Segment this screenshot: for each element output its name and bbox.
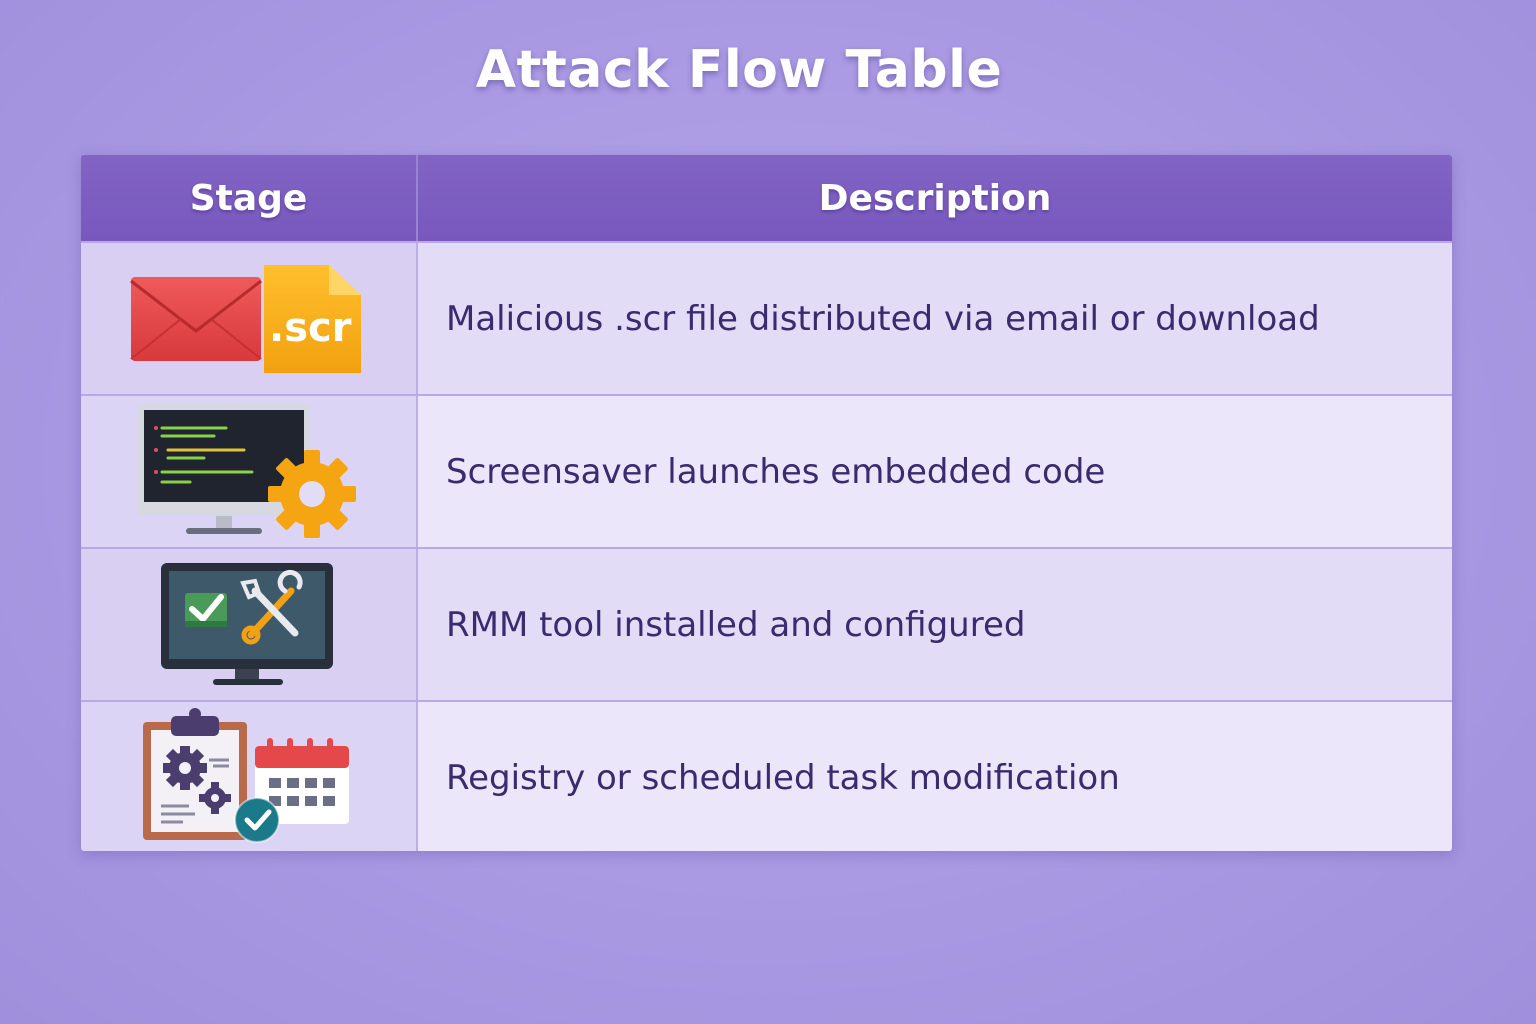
description-cell: Registry or scheduled task modification bbox=[418, 702, 1452, 851]
email-scr-file-icon: .scr bbox=[129, 264, 361, 373]
clipboard-calendar-icon bbox=[142, 707, 349, 843]
table-row: RMM tool installed and configured bbox=[81, 547, 1452, 700]
description-cell: Screensaver launches embedded code bbox=[418, 396, 1452, 547]
table-row: .scr Malicious .scr file distributed via… bbox=[81, 241, 1452, 394]
stage-cell bbox=[81, 396, 418, 547]
stage-cell bbox=[81, 702, 418, 851]
stage-cell bbox=[81, 549, 418, 700]
attack-flow-table: Stage Description .scr bbox=[81, 155, 1452, 851]
table-row: Screensaver launches embedded code bbox=[81, 394, 1452, 547]
table-header: Stage Description bbox=[81, 155, 1452, 241]
monitor-tools-icon bbox=[160, 562, 333, 685]
page-title: Attack Flow Table bbox=[475, 40, 1003, 100]
table-row: Registry or scheduled task modification bbox=[81, 700, 1452, 851]
scr-extension-label: .scr bbox=[269, 305, 352, 351]
description-cell: Malicious .scr file distributed via emai… bbox=[418, 243, 1452, 394]
stage-cell: .scr bbox=[81, 243, 418, 394]
header-description: Description bbox=[818, 177, 1052, 219]
description-cell: RMM tool installed and configured bbox=[418, 549, 1452, 700]
header-stage: Stage bbox=[81, 155, 418, 241]
monitor-code-gear-icon bbox=[137, 403, 356, 538]
